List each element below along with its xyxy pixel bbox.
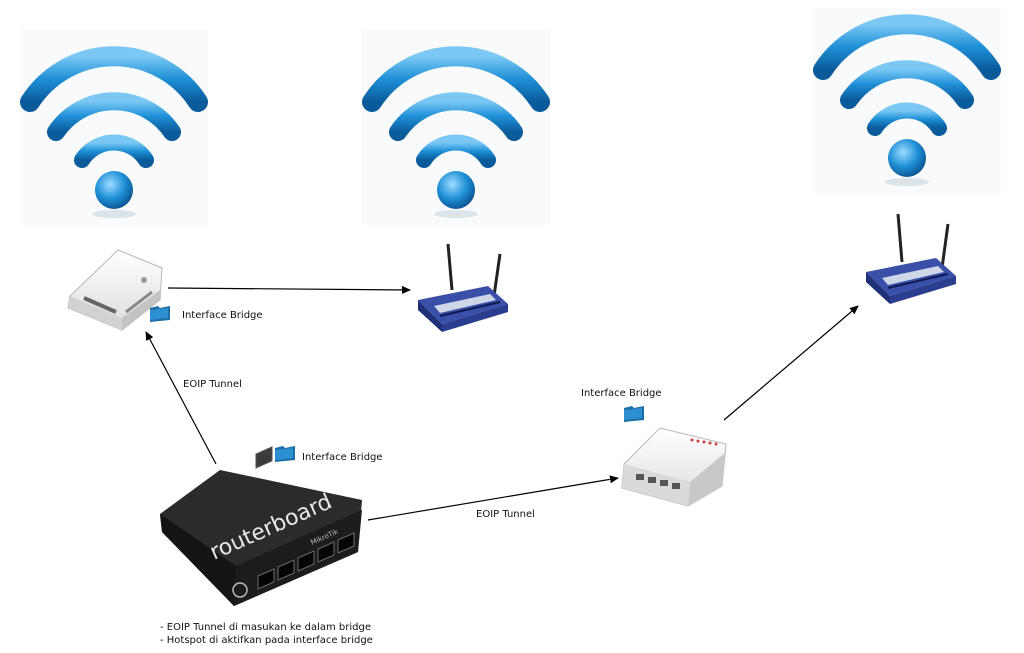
interface-bridge-label: Interface Bridge: [302, 452, 383, 463]
routerboard-device: routerboard MikroTik: [160, 446, 362, 606]
note-line: - Hotspot di aktifkan pada interface bri…: [160, 635, 373, 646]
arrow-routerboard-to-right-router: [367, 475, 619, 521]
ethernet-port: [257, 532, 355, 590]
arrow-routerboard-to-white-router: [145, 331, 217, 465]
white-router-right: [621, 427, 727, 507]
arrow-white-router-to-linksys: [167, 285, 411, 294]
bridge-icon: [275, 446, 295, 462]
linksys-router: [418, 243, 508, 332]
wifi-icon: [362, 30, 550, 225]
linksys-router: [866, 213, 956, 304]
eoip-tunnel-label: EOIP Tunnel: [476, 509, 535, 520]
bridge-icon: [150, 306, 170, 322]
note-line: - EOIP Tunnel di masukan ke dalam bridge: [160, 622, 371, 633]
arrow-right-router-to-linksys: [723, 305, 859, 421]
wifi-icon: [20, 30, 208, 225]
bridge-icon: [624, 406, 644, 422]
wifi-icon: [813, 8, 1001, 193]
notes-block: - EOIP Tunnel di masukan ke dalam bridge…: [160, 621, 373, 647]
eoip-tunnel-label: EOIP Tunnel: [183, 379, 242, 390]
white-router-top-left: [67, 249, 163, 331]
interface-bridge-label: Interface Bridge: [581, 388, 662, 399]
interface-bridge-label: Interface Bridge: [182, 310, 263, 321]
